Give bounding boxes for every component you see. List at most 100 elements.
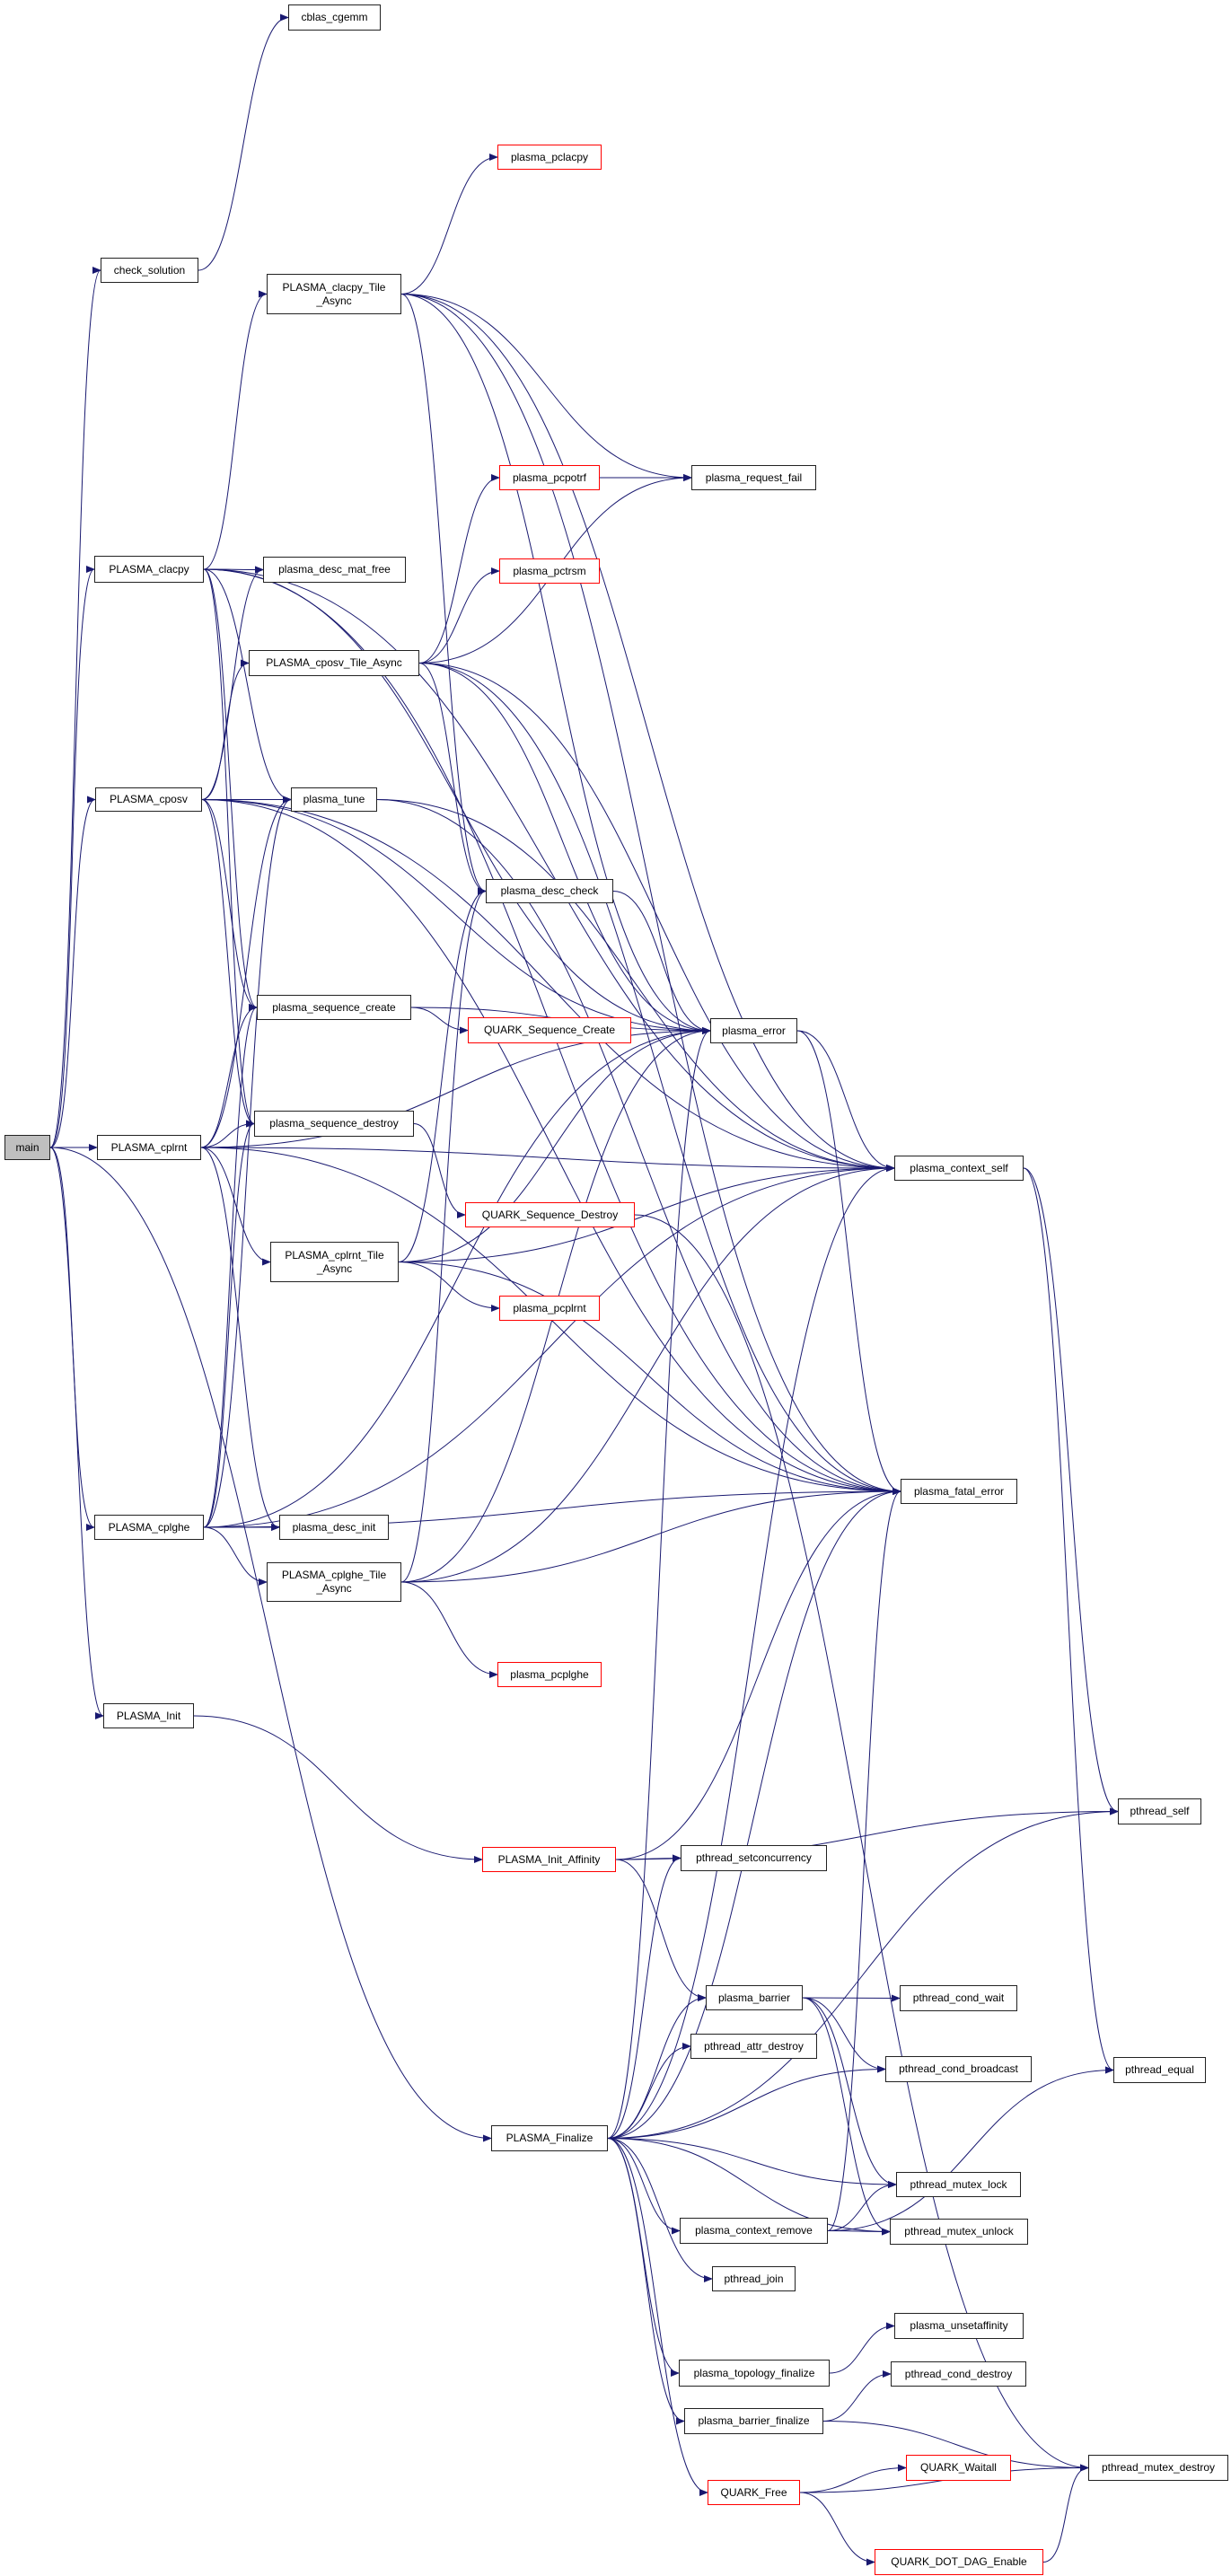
node-plasma-desc-init[interactable]: plasma_desc_init — [279, 1515, 389, 1540]
edge-plasma-init-affinity-to-plasma-barrier — [615, 1859, 707, 2001]
edge-plasma-finalize-to-plasma-error — [607, 1027, 711, 2139]
edge-plasma-cposv-to-plasma-desc-mat-free — [201, 566, 264, 800]
edge-plasma-tune-to-plasma-context-self — [376, 799, 895, 1172]
edge-plasma-cplrnt-tile-async-to-plasma-context-self — [398, 1165, 895, 1262]
edge-quark-sequence-destroy-to-pthread-mutex-destroy — [634, 1214, 1089, 2472]
edge-layer — [49, 13, 1119, 2566]
node-quark-free[interactable]: QUARK_Free — [708, 2480, 800, 2505]
node-plasma-fatal-error[interactable]: plasma_fatal_error — [901, 1479, 1017, 1504]
node-plasma-clacpy-tile-async[interactable]: PLASMA_clacpy_Tile _Async — [267, 274, 401, 314]
node-pthread-setconcurrency[interactable]: pthread_setconcurrency — [681, 1845, 827, 1871]
node-plasma-cposv-tile-async[interactable]: PLASMA_cposv_Tile_Async — [249, 650, 419, 676]
node-pthread-self[interactable]: pthread_self — [1118, 1798, 1201, 1824]
edge-plasma-cplrnt-to-plasma-desc-init — [200, 1147, 280, 1531]
edge-plasma-cposv-tile-async-to-plasma-error — [418, 663, 711, 1034]
node-quark-sequence-create[interactable]: QUARK_Sequence_Create — [468, 1017, 631, 1043]
node-plasma-tune[interactable]: plasma_tune — [291, 787, 377, 812]
edge-plasma-finalize-to-plasma-barrier-finalize — [607, 2138, 685, 2425]
edge-plasma-clacpy-to-plasma-tune — [203, 568, 292, 804]
node-quark-dot-dag-enable[interactable]: QUARK_DOT_DAG_Enable — [875, 2549, 1043, 2575]
edge-plasma-clacpy-tile-async-to-plasma-error — [400, 294, 711, 1034]
edge-plasma-finalize-to-plasma-fatal-error — [607, 1488, 901, 2139]
edge-plasma-clacpy-tile-async-to-plasma-context-self — [400, 294, 895, 1172]
node-plasma-barrier[interactable]: plasma_barrier — [706, 1985, 803, 2010]
node-plasma-desc-check[interactable]: plasma_desc_check — [486, 879, 613, 903]
node-pthread-mutex-unlock[interactable]: pthread_mutex_unlock — [890, 2219, 1028, 2245]
node-quark-sequence-destroy[interactable]: QUARK_Sequence_Destroy — [465, 1202, 635, 1227]
edge-plasma-clacpy-tile-async-to-plasma-fatal-error — [400, 294, 901, 1495]
edge-plasma-finalize-to-pthread-attr-destroy — [607, 2043, 691, 2139]
node-pthread-mutex-destroy[interactable]: pthread_mutex_destroy — [1088, 2455, 1228, 2481]
node-plasma-request-fail[interactable]: plasma_request_fail — [691, 465, 816, 490]
node-plasma-desc-mat-free[interactable]: plasma_desc_mat_free — [263, 557, 406, 583]
node-plasma-cposv[interactable]: PLASMA_cposv — [95, 787, 202, 812]
edge-plasma-clacpy-to-plasma-sequence-create — [203, 568, 258, 1011]
edge-plasma-cposv-to-plasma-sequence-destroy — [201, 799, 255, 1128]
edge-plasma-context-self-to-pthread-self — [1023, 1167, 1119, 1816]
edge-plasma-clacpy-to-plasma-sequence-destroy — [203, 568, 255, 1128]
edge-plasma-cplrnt-to-plasma-tune — [200, 796, 292, 1148]
node-plasma-sequence-destroy[interactable]: plasma_sequence_destroy — [254, 1111, 414, 1137]
node-pthread-cond-broadcast[interactable]: pthread_cond_broadcast — [885, 2056, 1032, 2082]
edge-plasma-cposv-to-plasma-sequence-create — [201, 799, 258, 1011]
edge-plasma-finalize-to-pthread-self — [607, 1807, 1119, 2139]
edge-plasma-sequence-create-to-quark-sequence-create — [410, 1007, 469, 1034]
node-plasma-cplrnt[interactable]: PLASMA_cplrnt — [97, 1135, 201, 1160]
edge-plasma-cposv-to-plasma-context-self — [201, 799, 895, 1172]
node-plasma-pcpotrf[interactable]: plasma_pcpotrf — [499, 465, 600, 490]
edge-plasma-barrier-finalize-to-pthread-cond-destroy — [822, 2370, 892, 2422]
node-pthread-attr-destroy[interactable]: pthread_attr_destroy — [690, 2034, 817, 2059]
node-main[interactable]: main — [4, 1135, 50, 1160]
edge-plasma-barrier-to-pthread-mutex-unlock — [802, 1997, 891, 2236]
node-plasma-context-self[interactable]: plasma_context_self — [894, 1156, 1024, 1181]
edge-plasma-context-remove-to-pthread-equal — [827, 2066, 1114, 2231]
edge-plasma-context-self-to-pthread-equal — [1023, 1167, 1114, 2074]
node-plasma-init[interactable]: PLASMA_Init — [103, 1703, 194, 1728]
edge-main-to-plasma-clacpy — [49, 566, 95, 1148]
node-pthread-mutex-lock[interactable]: pthread_mutex_lock — [896, 2172, 1021, 2197]
node-plasma-topology-finalize[interactable]: plasma_topology_finalize — [679, 2360, 830, 2387]
node-plasma-sequence-create[interactable]: plasma_sequence_create — [257, 995, 411, 1020]
edge-plasma-cplrnt-tile-async-to-plasma-desc-check — [398, 887, 487, 1262]
node-pthread-cond-wait[interactable]: pthread_cond_wait — [900, 1985, 1017, 2011]
edge-plasma-cposv-to-plasma-fatal-error — [201, 799, 901, 1495]
node-plasma-pcplrnt[interactable]: plasma_pcplrnt — [499, 1296, 600, 1321]
node-plasma-error[interactable]: plasma_error — [710, 1018, 797, 1043]
edge-plasma-finalize-to-pthread-setconcurrency — [607, 1854, 681, 2139]
edge-plasma-error-to-plasma-context-self — [796, 1030, 895, 1172]
node-plasma-init-affinity[interactable]: PLASMA_Init_Affinity — [482, 1847, 616, 1872]
edge-plasma-cplghe-to-plasma-context-self — [203, 1165, 895, 1528]
node-plasma-clacpy[interactable]: PLASMA_clacpy — [94, 556, 204, 583]
edge-plasma-cplrnt-to-plasma-cplrnt-tile-async — [200, 1147, 271, 1266]
node-plasma-cplrnt-tile-async[interactable]: PLASMA_cplrnt_Tile _Async — [270, 1242, 399, 1282]
edge-plasma-cposv-tile-async-to-plasma-pcpotrf — [418, 474, 500, 664]
node-pthread-join[interactable]: pthread_join — [712, 2266, 796, 2291]
node-plasma-cplghe[interactable]: PLASMA_cplghe — [94, 1515, 204, 1540]
edge-plasma-cplghe-tile-async-to-plasma-context-self — [400, 1165, 895, 1583]
edge-plasma-topology-finalize-to-plasma-unsetaffinity — [829, 2322, 895, 2374]
node-pthread-equal[interactable]: pthread_equal — [1113, 2057, 1206, 2083]
edge-plasma-sequence-destroy-to-quark-sequence-destroy — [413, 1123, 466, 1218]
edge-plasma-finalize-to-plasma-barrier — [607, 1994, 707, 2139]
node-plasma-context-remove[interactable]: plasma_context_remove — [680, 2218, 828, 2244]
node-pthread-cond-destroy[interactable]: pthread_cond_destroy — [891, 2361, 1026, 2387]
edge-plasma-cposv-tile-async-to-plasma-pctrsm — [418, 567, 500, 664]
node-plasma-unsetaffinity[interactable]: plasma_unsetaffinity — [894, 2313, 1024, 2339]
node-cblas-cgemm[interactable]: cblas_cgemm — [288, 4, 381, 31]
node-plasma-finalize[interactable]: PLASMA_Finalize — [491, 2125, 608, 2151]
edge-plasma-cposv-tile-async-to-plasma-context-self — [418, 663, 895, 1172]
node-plasma-pctrsm[interactable]: plasma_pctrsm — [499, 558, 600, 584]
edge-plasma-clacpy-to-plasma-context-self — [203, 568, 895, 1172]
edge-plasma-cplghe-tile-async-to-plasma-pcplghe — [400, 1581, 498, 1678]
node-quark-waitall[interactable]: QUARK_Waitall — [906, 2455, 1011, 2481]
edge-plasma-finalize-to-plasma-context-self — [607, 1165, 895, 2139]
edge-plasma-cplrnt-to-plasma-context-self — [200, 1147, 895, 1172]
node-plasma-cplghe-tile-async[interactable]: PLASMA_cplghe_Tile _Async — [267, 1562, 401, 1602]
edge-plasma-clacpy-tile-async-to-plasma-pclacpy — [400, 154, 498, 295]
node-plasma-barrier-finalize[interactable]: plasma_barrier_finalize — [684, 2408, 823, 2434]
edge-plasma-cplghe-to-plasma-sequence-destroy — [203, 1120, 255, 1528]
node-plasma-pclacpy[interactable]: plasma_pclacpy — [497, 145, 602, 170]
node-plasma-pcplghe[interactable]: plasma_pcplghe — [497, 1662, 602, 1687]
node-check-solution[interactable]: check_solution — [101, 258, 198, 283]
